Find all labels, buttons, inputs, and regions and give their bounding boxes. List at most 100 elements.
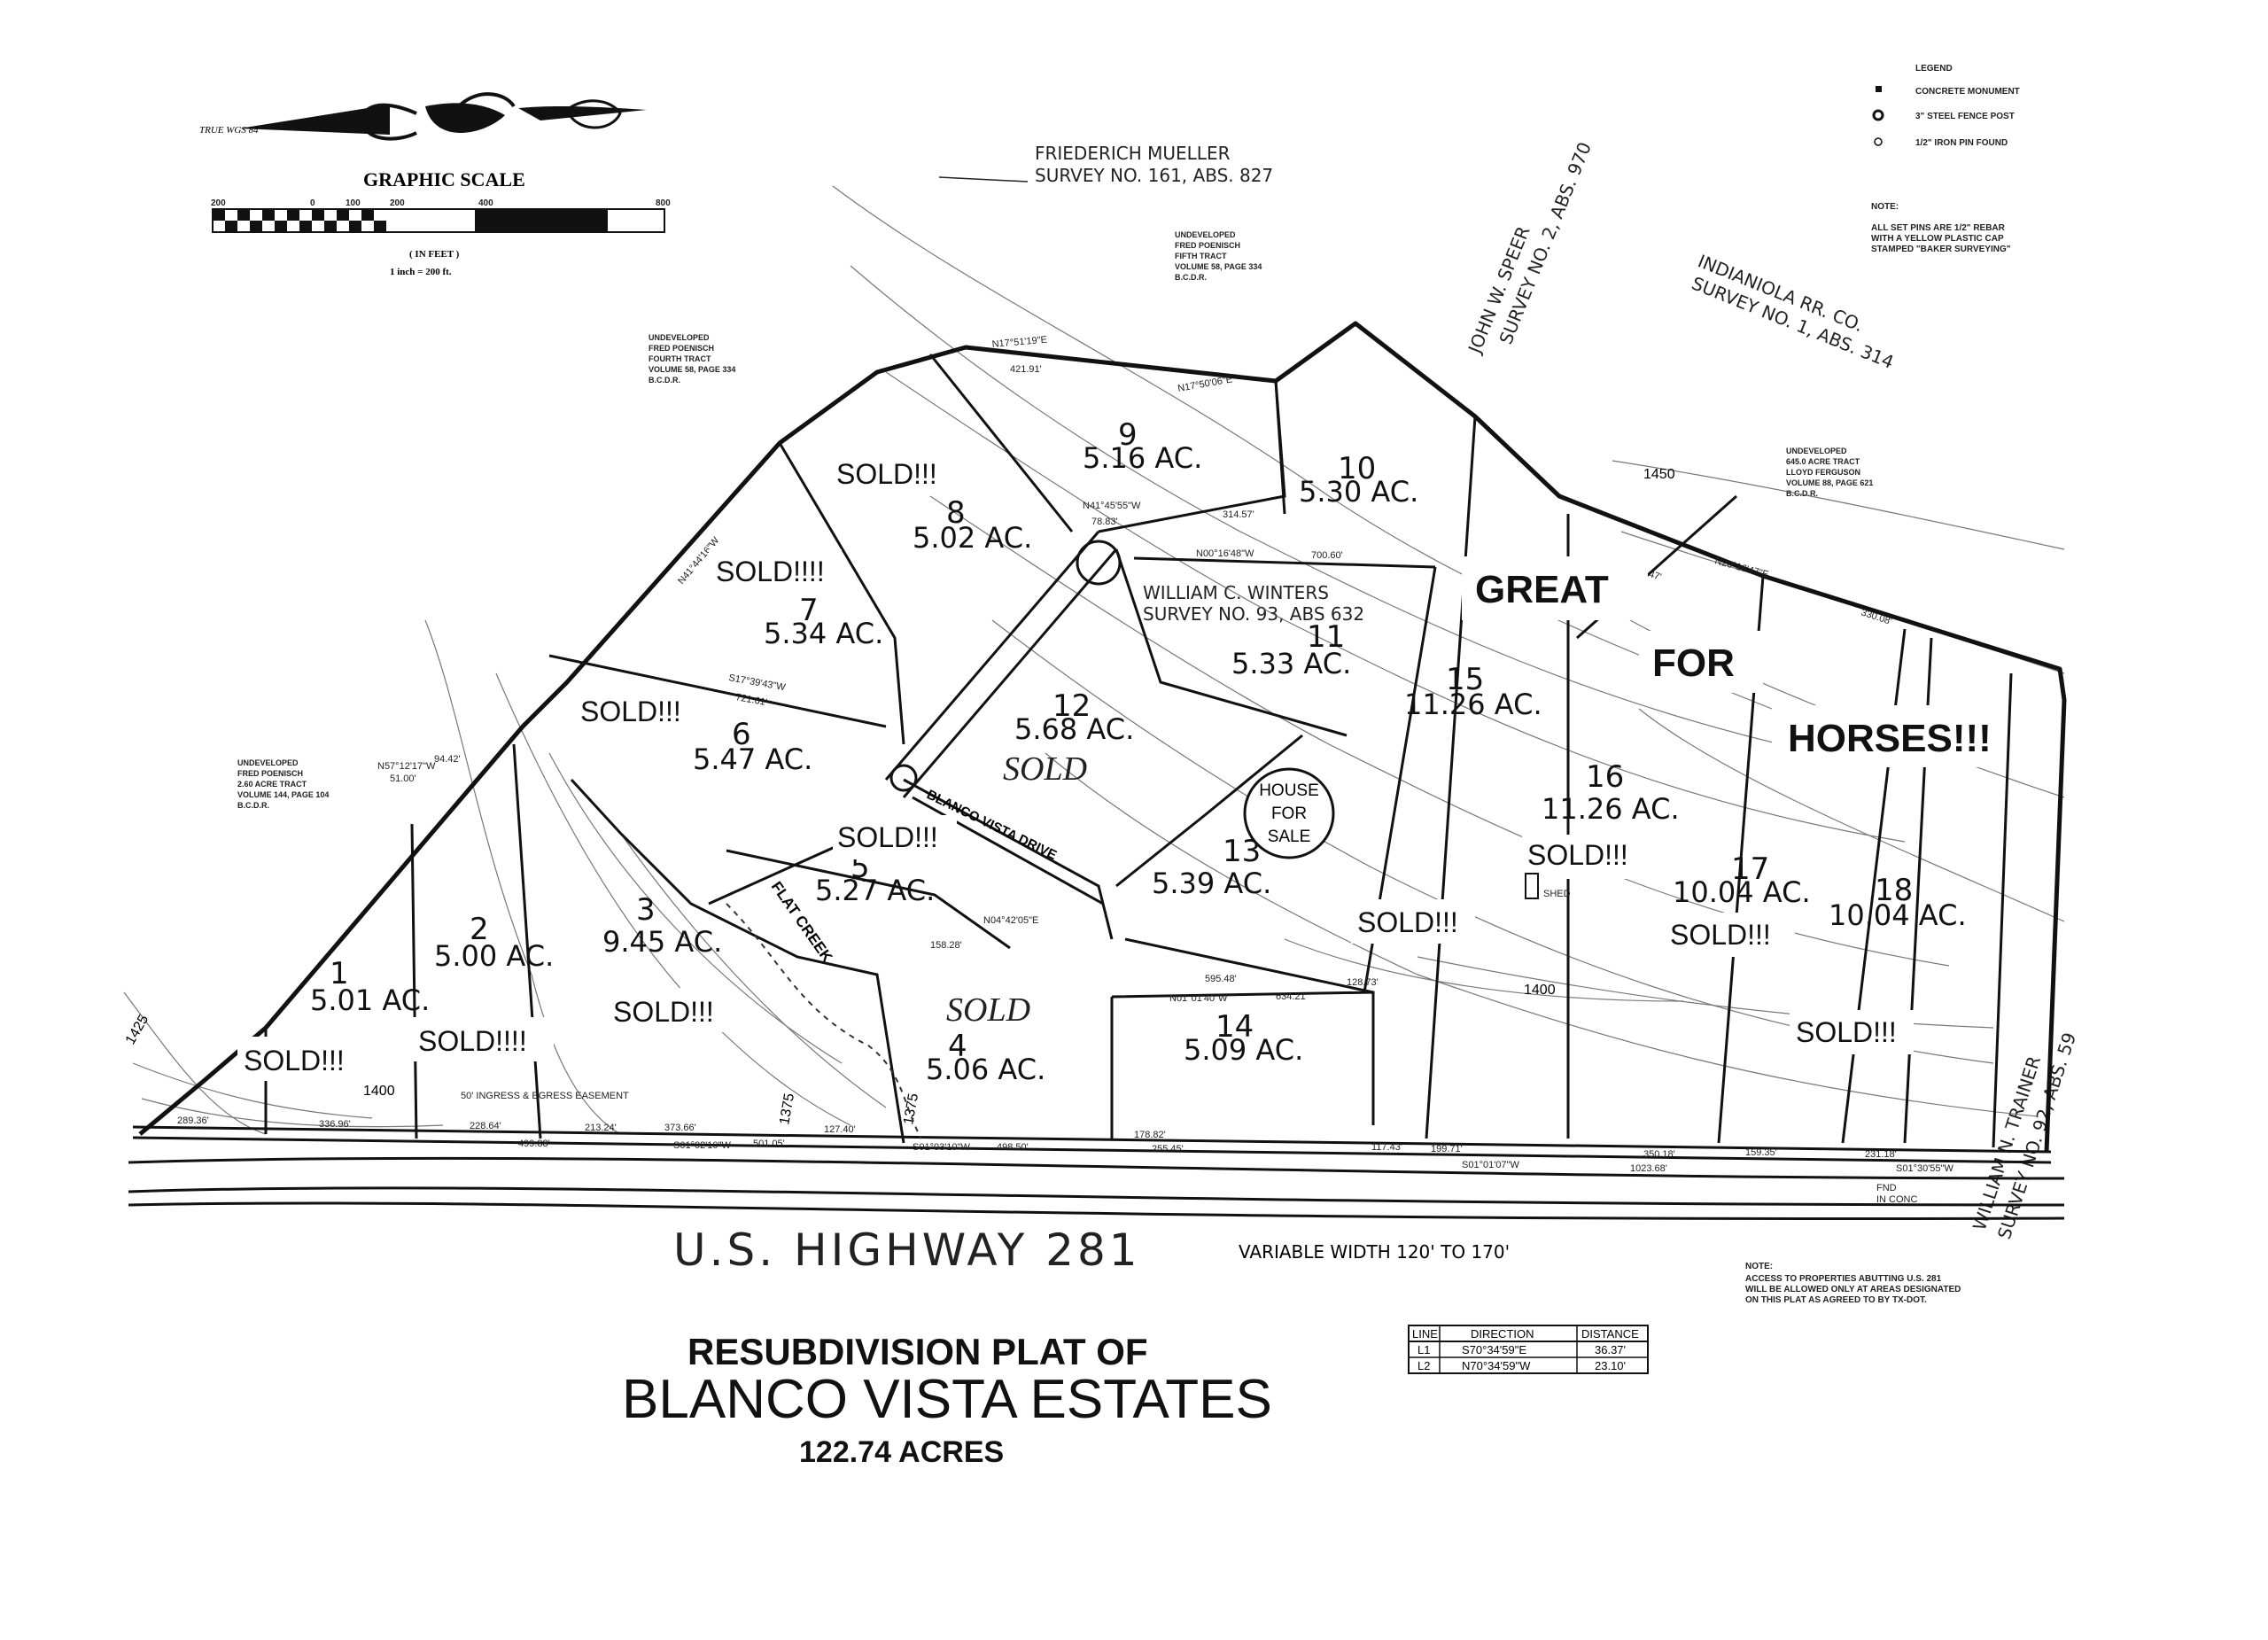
note-line: ON THIS PLAT AS AGREED TO BY TX-DOT. <box>1745 1295 1927 1305</box>
line-table-header: DISTANCE <box>1581 1327 1639 1341</box>
adjoiner-line: B.C.D.R. <box>1175 273 1207 282</box>
adjoiner-poenisch-260: UNDEVELOPED FRED POENISCH 2.60 ACRE TRAC… <box>237 758 329 810</box>
fnd-label: FND <box>1876 1183 1897 1193</box>
lot-number: 11 <box>1307 619 1345 655</box>
bearing-label: N20°16'47"E <box>1713 556 1769 580</box>
line-table-cell: 36.37' <box>1595 1343 1626 1356</box>
adjoiner-line: 2.60 ACRE TRACT <box>237 780 307 789</box>
shed-icon <box>1525 873 1539 899</box>
line-table-header: DIRECTION <box>1471 1327 1534 1341</box>
house-label: SALE <box>1268 828 1311 846</box>
line-table-cell: L1 <box>1418 1343 1430 1356</box>
bearing-label: N01°01'40"W <box>1169 993 1228 1004</box>
lot-acreage: 5.06 AC. <box>926 1053 1045 1086</box>
distance-label: 213.24' <box>585 1123 617 1133</box>
adjoiner-line: 645.0 ACRE TRACT <box>1786 457 1860 466</box>
adjoiner-line: B.C.D.R. <box>237 801 269 810</box>
frontage-labels: 289.36' 336.96' 228.64' 213.24' 499.88' … <box>177 1091 1953 1205</box>
lot-number: 15 <box>1446 662 1484 697</box>
north-arrow-label: TRUE WGS 84 <box>199 125 259 136</box>
scale-bar-segment <box>250 221 262 232</box>
contour-label: 1425 <box>123 1013 152 1047</box>
bearing-label: N57°12'17"W <box>377 761 436 772</box>
distance-label: 721.61' <box>734 692 767 708</box>
distance-label: 595.48' <box>1205 974 1237 984</box>
highway-note: NOTE: ACCESS TO PROPERTIES ABUTTING U.S.… <box>1745 1262 1961 1305</box>
survey-mueller: FRIEDERICH MUELLER <box>1035 143 1231 164</box>
lot-acreage: 5.09 AC. <box>1184 1033 1303 1067</box>
bearing-label: N17°50'06"E <box>1177 374 1233 394</box>
lot-number: 6 <box>732 717 751 752</box>
distance-label: 231.18' <box>1865 1149 1897 1160</box>
scale-tick: 100 <box>346 198 361 208</box>
lot-acreage: 5.39 AC. <box>1152 867 1271 900</box>
lot-8-status: SOLD!!! <box>836 458 937 490</box>
scale-bar-segment <box>299 221 312 232</box>
distance-label: 255.45' <box>1152 1144 1184 1154</box>
adjoiner-line: UNDEVELOPED <box>1175 230 1236 239</box>
lot-acreage: 5.27 AC. <box>815 874 935 907</box>
lot-15-status: SOLD!!! <box>1357 906 1458 938</box>
lot-acreage: 10.04 AC. <box>1829 898 1967 932</box>
scale-bar-segment <box>213 209 225 221</box>
scale-ticks: 200 0 100 200 400 800 <box>211 198 671 208</box>
distance-label: 1023.68' <box>1630 1163 1667 1174</box>
adjoiner-line: VOLUME 88, PAGE 621 <box>1786 478 1873 487</box>
adjoiner-line: FRED POENISCH <box>649 344 714 353</box>
distance-label: 498.50' <box>997 1142 1029 1153</box>
distance-label: 421.91' <box>1010 364 1042 375</box>
marketing-callouts: GREAT FOR HORSES!!! <box>1462 556 1992 767</box>
lot-number: 2 <box>470 912 489 947</box>
house-for-sale-badge: HOUSE FOR SALE <box>1243 767 1335 859</box>
distance-label: 350.18' <box>1643 1149 1675 1160</box>
lot-number: 3 <box>636 892 656 928</box>
lot-12-status: SOLD <box>1003 750 1087 788</box>
legend: LEGEND CONCRETE MONUMENT 3" STEEL FENCE … <box>1871 64 2020 254</box>
lot-acreage: 11.26 AC. <box>1404 688 1542 721</box>
scale-tick: 200 <box>211 198 226 208</box>
lot-acreage: 11.26 AC. <box>1542 792 1680 826</box>
house-label: FOR <box>1271 804 1307 823</box>
lot-number: 7 <box>799 593 819 628</box>
bearing-label: S01°02'10"W <box>673 1140 731 1151</box>
scale-bar-segment <box>324 221 337 232</box>
scale-tick: 200 <box>390 198 405 208</box>
callout-for: FOR <box>1652 641 1735 685</box>
lot-acreage: 5.33 AC. <box>1231 647 1351 680</box>
lot-2-status: SOLD!!!! <box>418 1025 527 1057</box>
distance-label: 117.43' <box>1371 1142 1402 1153</box>
legend-note-line: STAMPED "BAKER SURVEYING" <box>1871 245 2011 254</box>
lot-16-status: SOLD!!! <box>1527 839 1628 871</box>
lot-1-status: SOLD!!! <box>244 1045 345 1076</box>
note-title: NOTE: <box>1745 1262 1773 1271</box>
lot-17-status: SOLD!!! <box>1670 919 1771 951</box>
scale-bar-segment <box>225 221 237 232</box>
line-table: LINE DIRECTION DISTANCE L1 S70°34'59"E 3… <box>1408 1325 1649 1374</box>
scale-bar <box>212 208 665 233</box>
contour-labels: 1450 1425 1400 1400 1375 1375 <box>123 467 1675 1126</box>
survey-winters-no: SURVEY NO. 93, ABS 632 <box>1143 603 1364 625</box>
bearing-label: N41°45'55"W <box>1083 501 1141 511</box>
scale-tick: 0 <box>310 198 315 208</box>
survey-winters: WILLIAM C. WINTERS <box>1143 582 1329 603</box>
lot-number: 18 <box>1875 873 1913 908</box>
lot-number: 8 <box>946 495 966 531</box>
distance-label: 94.42' <box>434 754 461 765</box>
distance-label: 158.28' <box>930 940 962 951</box>
note-line: ACCESS TO PROPERTIES ABUTTING U.S. 281 <box>1745 1274 1942 1284</box>
callout-great: GREAT <box>1475 568 1609 611</box>
adjoiner-fifth-tract: UNDEVELOPED FRED POENISCH FIFTH TRACT VO… <box>1175 230 1262 282</box>
distance-label: 700.60' <box>1311 550 1343 561</box>
callout-horses: HORSES!!! <box>1788 717 1992 760</box>
lot-number: 17 <box>1731 851 1769 887</box>
bearing-label: N17°51'19"E <box>991 335 1047 350</box>
line-table-header: LINE <box>1412 1327 1438 1341</box>
lot-18-status: SOLD!!! <box>1796 1016 1897 1048</box>
distance-label: 373.66' <box>664 1123 696 1133</box>
adjoiner-line: LLOYD FERGUSON <box>1786 468 1860 477</box>
title-line-1: RESUBDIVISION PLAT OF <box>687 1331 1148 1372</box>
lot-acreage: 5.47 AC. <box>693 742 812 776</box>
cul-de-sac <box>889 764 918 792</box>
adjoiner-fourth-tract: UNDEVELOPED FRED POENISCH FOURTH TRACT V… <box>649 333 735 385</box>
scale-bar-segment <box>475 209 608 232</box>
